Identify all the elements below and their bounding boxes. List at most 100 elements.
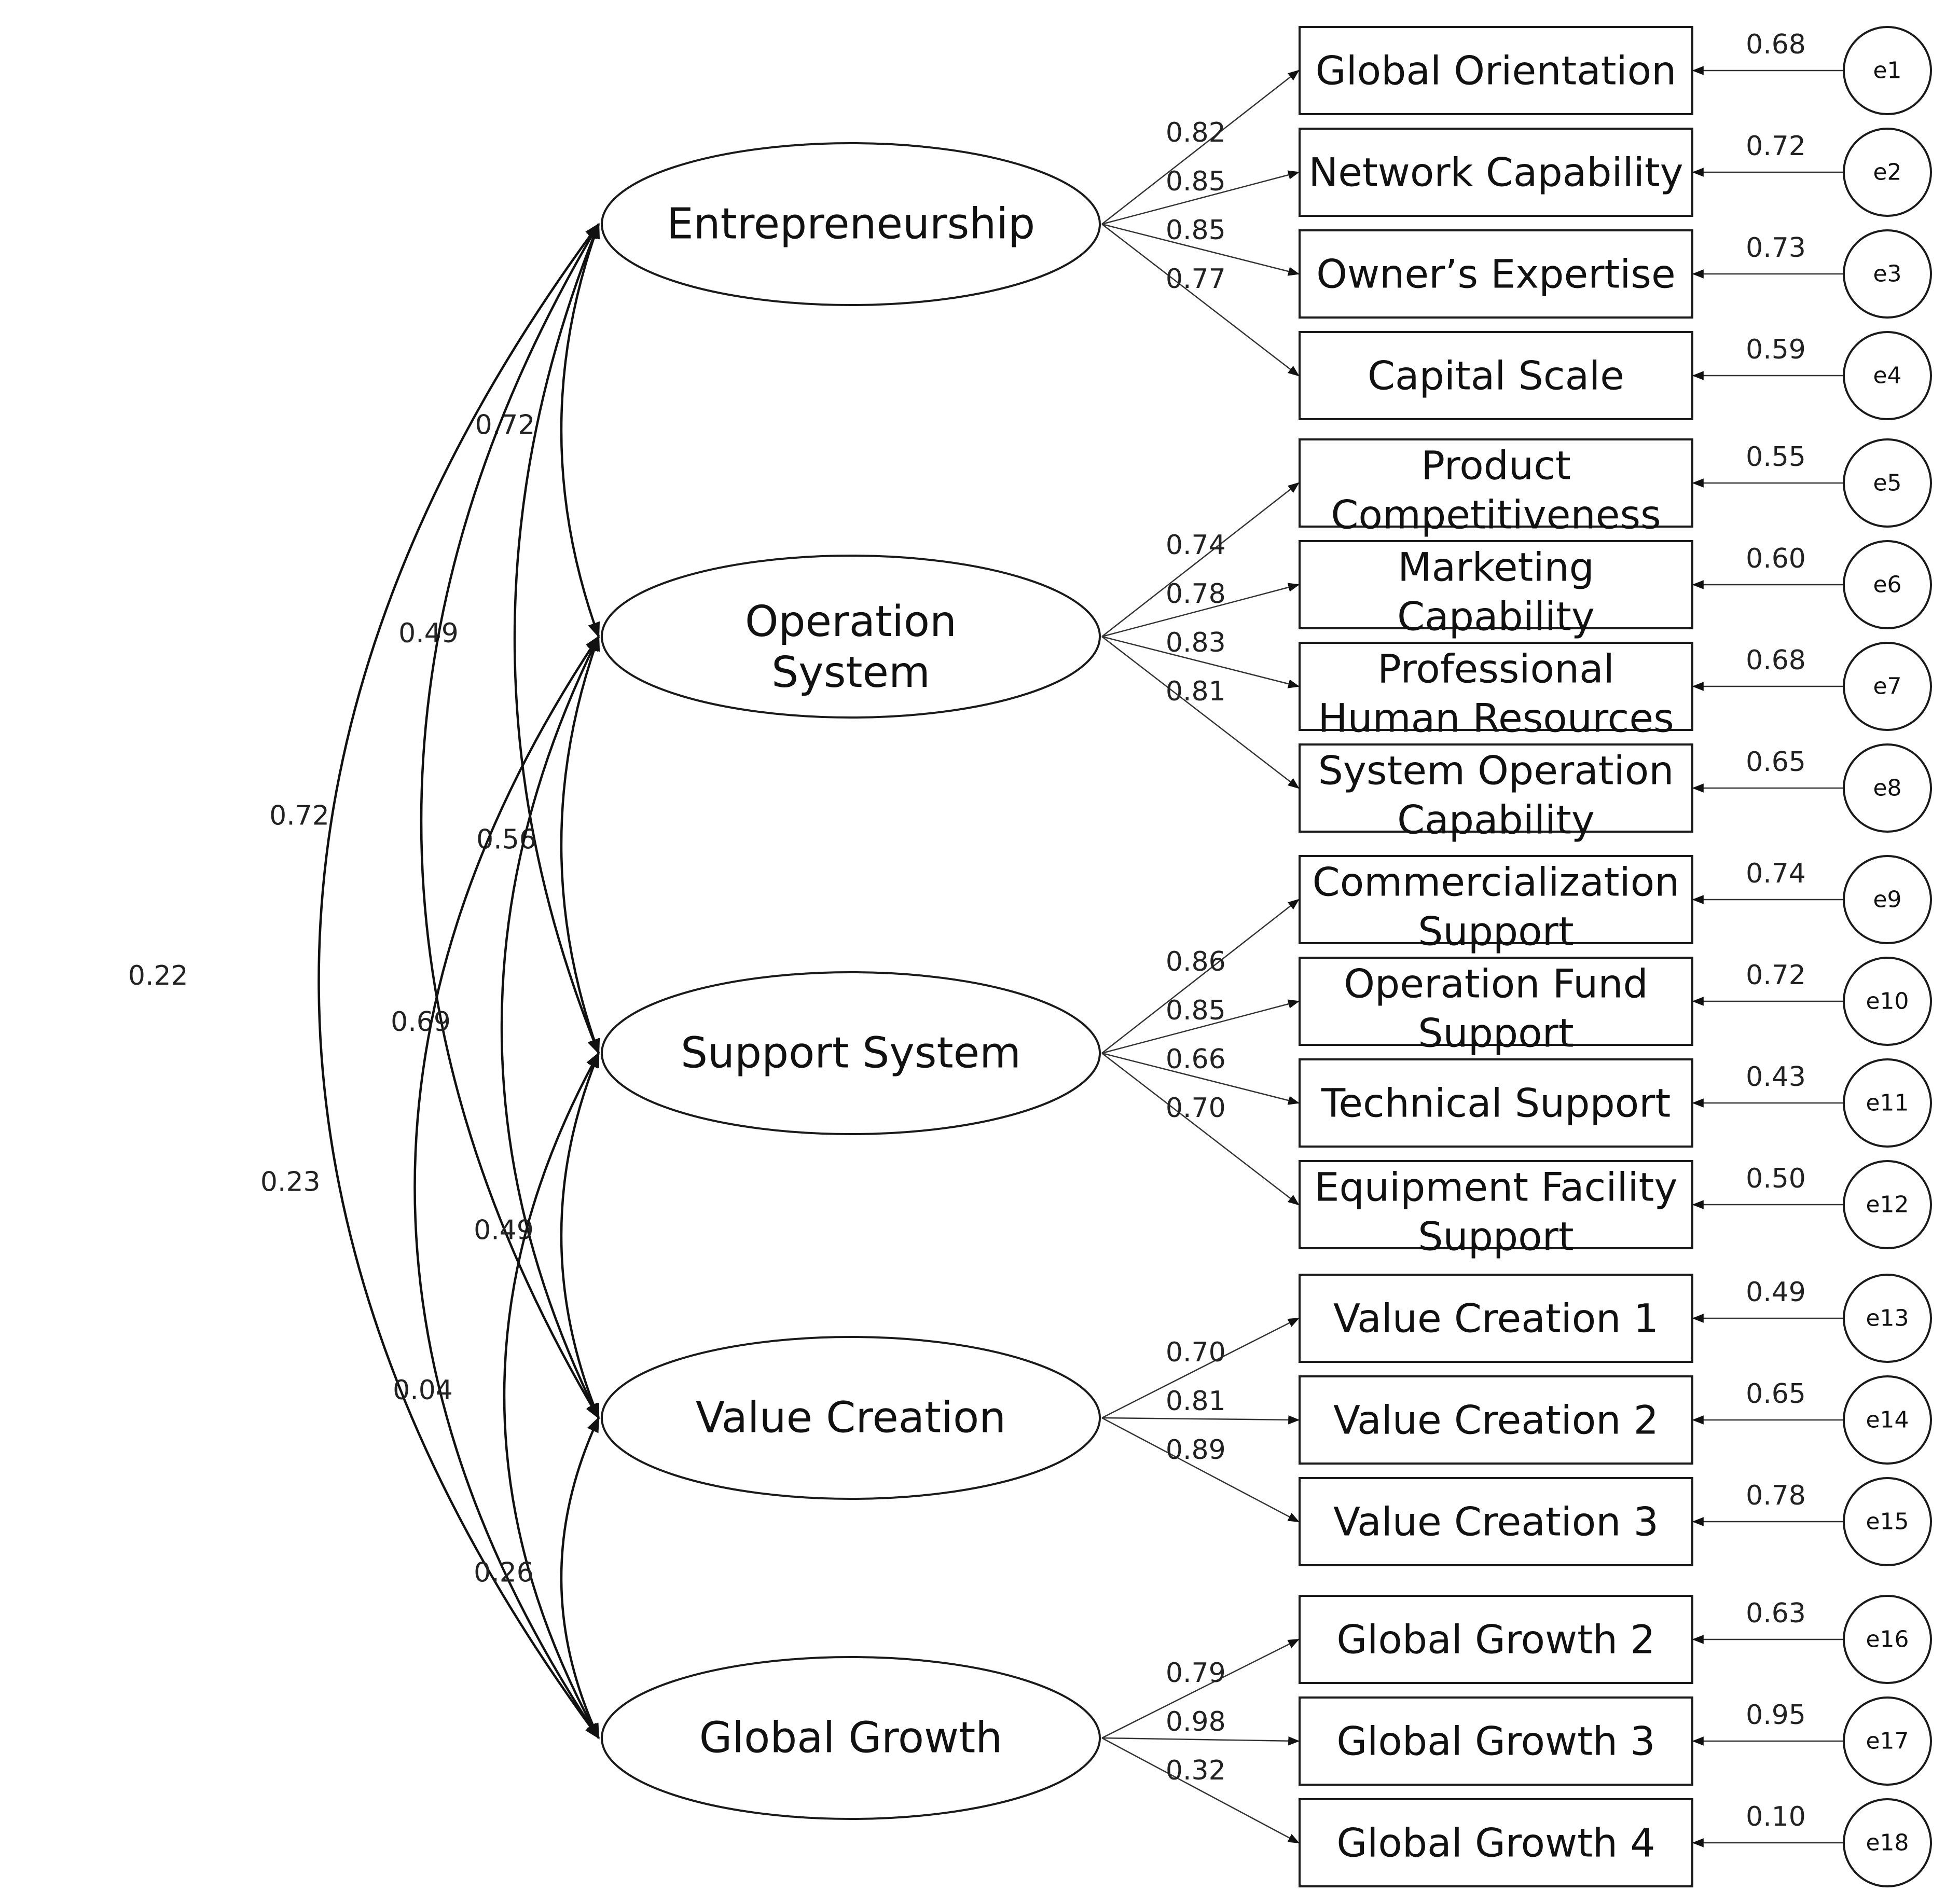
loading-arrow: [1101, 1638, 1300, 1739]
latent-ellipse: [601, 1656, 1101, 1820]
latent-ellipse: [601, 555, 1101, 719]
error-circle: [1843, 855, 1932, 944]
error-circle: [1843, 26, 1932, 115]
indicator-box: Network Capability: [1299, 128, 1693, 217]
loading-value: 0.85: [1166, 166, 1226, 197]
loading-value: 0.32: [1166, 1755, 1226, 1786]
latent-val: Value Creation: [601, 1336, 1101, 1500]
correlation-label: 0.72: [475, 410, 535, 441]
indicator-rect: [1299, 331, 1693, 420]
error-circle: [1843, 438, 1932, 528]
error-variance: 0.49: [1746, 1277, 1806, 1308]
error-variance: 0.60: [1746, 543, 1806, 574]
loading-value: 0.83: [1166, 627, 1226, 658]
error-term: e6: [1843, 540, 1932, 629]
latent-ellipse: [601, 142, 1101, 306]
loading-value: 0.74: [1166, 530, 1226, 561]
indicator-label: Value Creation 1: [1333, 1295, 1659, 1342]
indicator-box: Value Creation 1: [1299, 1274, 1693, 1363]
error-circle: [1843, 331, 1932, 420]
indicator-box: Global Orientation: [1299, 26, 1693, 115]
error-term: e10: [1843, 957, 1932, 1046]
error-circle: [1843, 1058, 1932, 1148]
error-term: e17: [1843, 1696, 1932, 1786]
error-label: e1: [1873, 58, 1901, 84]
loading-arrow: [1101, 224, 1300, 377]
loading-arrow: [1101, 1317, 1300, 1419]
correlation-arc: [560, 1052, 600, 1419]
loading-arrow: [1101, 1415, 1300, 1425]
loading-arrow: [1101, 170, 1300, 225]
correlation-arc: [318, 223, 600, 1740]
error-term: e2: [1843, 128, 1932, 217]
error-variance: 0.50: [1746, 1163, 1806, 1194]
latent-label: Value Creation: [696, 1393, 1006, 1443]
error-term: e15: [1843, 1477, 1932, 1566]
indicator-rect: [1299, 1160, 1693, 1249]
loading-value: 0.85: [1166, 215, 1226, 246]
loading-arrow: [1101, 1417, 1300, 1523]
latent-ellipse: [601, 1336, 1101, 1500]
loading-value: 0.85: [1166, 995, 1226, 1026]
latent-ent: Entrepreneurship: [601, 142, 1101, 306]
correlation-arc: [560, 223, 600, 638]
loading-value: 0.98: [1166, 1706, 1226, 1737]
error-term: e16: [1843, 1595, 1932, 1684]
indicator-label: Value Creation 3: [1333, 1499, 1659, 1545]
loading-arrow: [1101, 1737, 1300, 1844]
error-label: e10: [1866, 988, 1909, 1015]
error-circle: [1843, 1160, 1932, 1249]
indicator-box: Capital Scale: [1299, 331, 1693, 420]
indicator-label: Global Orientation: [1316, 48, 1677, 94]
loading-arrow: [1101, 1053, 1300, 1206]
error-label: e18: [1866, 1830, 1909, 1856]
error-label: e9: [1873, 887, 1901, 913]
error-variance: 0.72: [1746, 131, 1806, 162]
indicator-box: Value Creation 3: [1299, 1477, 1693, 1566]
error-label: e7: [1873, 673, 1901, 700]
latent-label: Global Growth: [699, 1714, 1002, 1763]
indicator-rect: [1299, 1798, 1693, 1887]
correlation-label: 0.26: [474, 1557, 534, 1589]
loading-arrow: [1101, 899, 1300, 1054]
indicator-box: Global Growth 2: [1299, 1595, 1693, 1684]
loading-value: 0.77: [1166, 264, 1226, 295]
indicator-rect: [1299, 540, 1693, 629]
indicator-rect: [1299, 1696, 1693, 1786]
error-circle: [1843, 1798, 1932, 1887]
loading-value: 0.89: [1166, 1434, 1226, 1466]
loading-arrow: [1101, 1736, 1300, 1746]
correlation-arc: [420, 223, 600, 1419]
error-variance: 0.78: [1746, 1480, 1806, 1511]
error-circle: [1843, 743, 1932, 833]
error-label: e6: [1873, 572, 1901, 598]
correlation-label: 0.49: [474, 1215, 534, 1246]
indicator-box: Technical Support: [1299, 1058, 1693, 1148]
error-term: e5: [1843, 438, 1932, 528]
error-label: e16: [1866, 1626, 1909, 1653]
error-label: e13: [1866, 1305, 1909, 1332]
indicator-label: Global Growth 2: [1336, 1617, 1655, 1663]
indicator-rect: [1299, 1595, 1693, 1684]
indicator-rect: [1299, 26, 1693, 115]
loading-value: 0.86: [1166, 946, 1226, 977]
error-term: e3: [1843, 229, 1932, 319]
indicator-rect: [1299, 1375, 1693, 1465]
indicator-label: Network Capability: [1308, 149, 1683, 196]
loading-layer: 0.820.680.850.720.850.730.770.590.740.55…: [1101, 29, 1844, 1847]
error-variance: 0.59: [1746, 334, 1806, 365]
correlation-label: 0.49: [398, 618, 459, 649]
error-term: e7: [1843, 642, 1932, 731]
error-circle: [1843, 1696, 1932, 1786]
indicator-box: Global Growth 3: [1299, 1696, 1693, 1786]
